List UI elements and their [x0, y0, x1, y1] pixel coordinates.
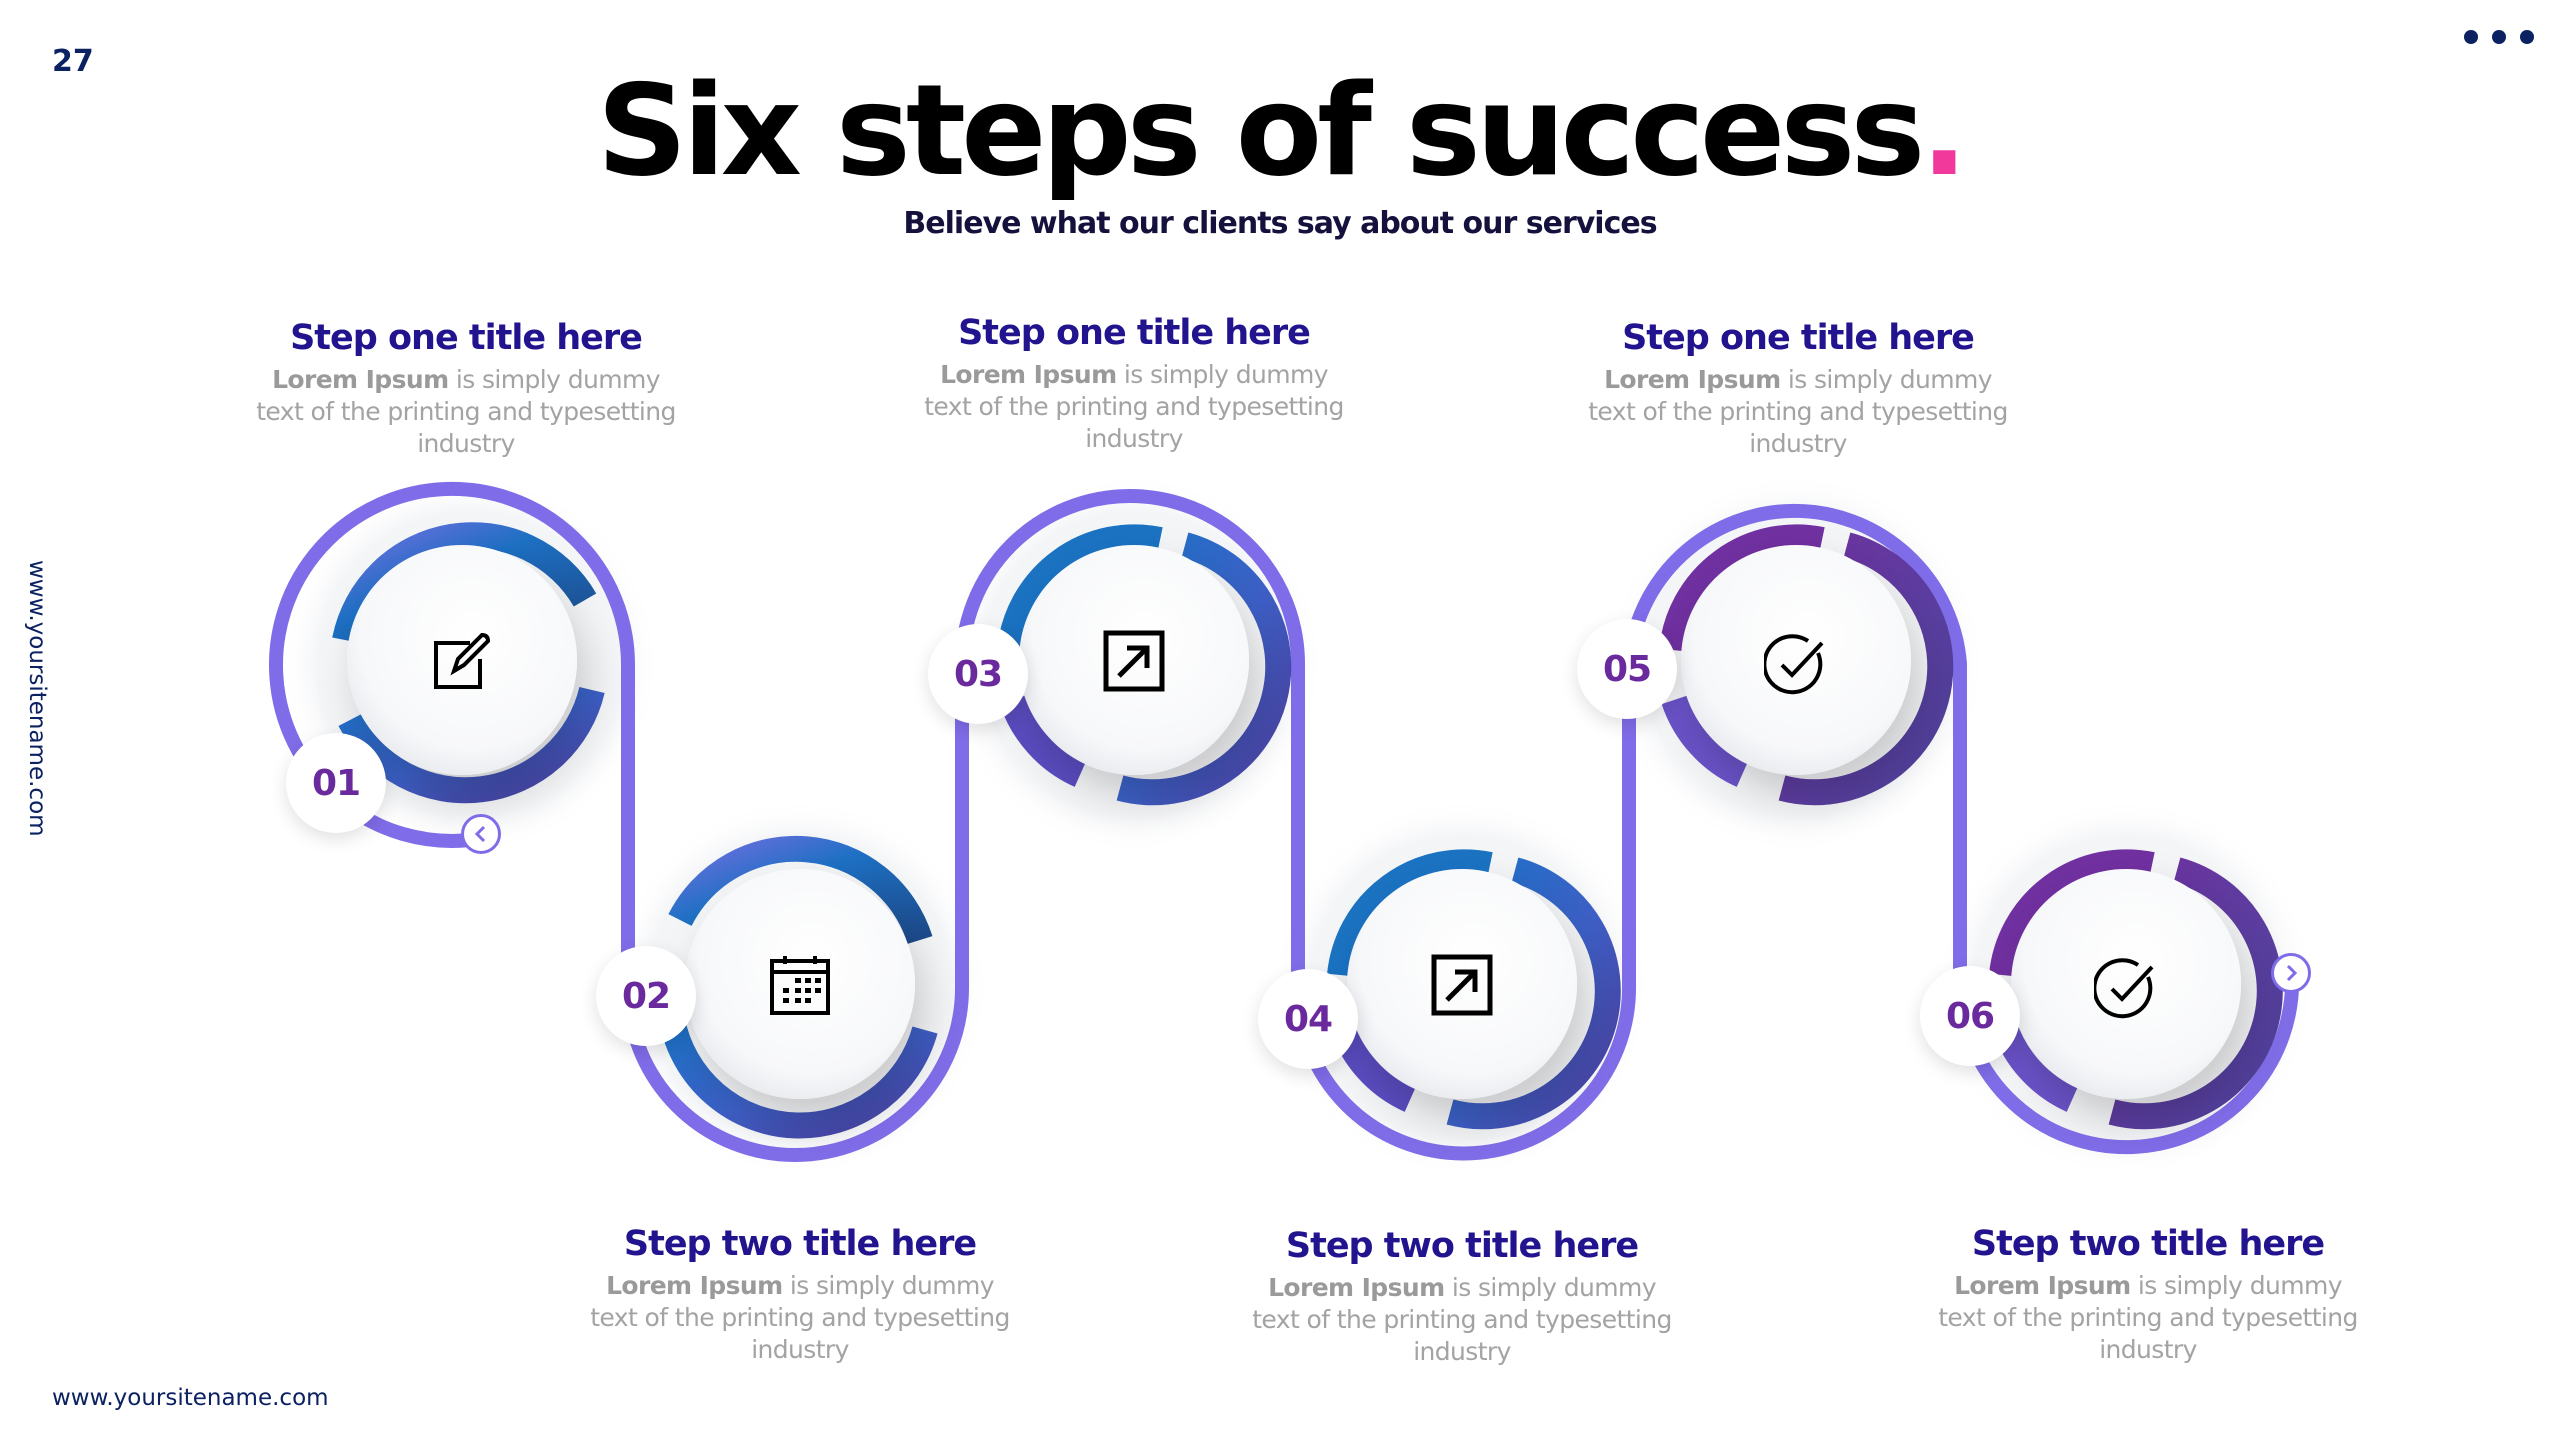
step-title: Step two title here [1971, 1224, 2325, 1264]
step-6-text: Step two title here Lorem Ipsum is simpl… [1938, 1224, 2358, 1366]
description-bold: Lorem Ipsum [272, 365, 449, 394]
more-horizontal-icon[interactable] [2464, 30, 2534, 44]
chevron-right-icon [2286, 964, 2298, 982]
step-number-badge: 05 [1577, 619, 1677, 719]
step-description: Lorem Ipsum is simply dummy text of the … [1252, 1272, 1672, 1368]
step-description: Lorem Ipsum is simply dummy text of the … [1588, 364, 2008, 460]
description-text: is simply dummy text of the printing and… [1938, 1271, 2358, 1364]
description-text: is simply dummy text of the printing and… [1252, 1273, 1672, 1366]
external-link-icon [1099, 626, 1169, 696]
step-title: Step one title here [958, 313, 1311, 353]
step-5-text: Step one title here Lorem Ipsum is simpl… [1588, 318, 2008, 460]
step-description: Lorem Ipsum is simply dummy text of the … [256, 364, 676, 460]
step-4-text: Step two title here Lorem Ipsum is simpl… [1252, 1226, 1672, 1368]
external-link-icon [1427, 950, 1497, 1020]
description-bold: Lorem Ipsum [606, 1271, 783, 1300]
step-3-text: Step one title here Lorem Ipsum is simpl… [924, 313, 1344, 455]
edit-icon [427, 626, 497, 696]
calendar-icon [765, 950, 835, 1020]
step-2-text: Step two title here Lorem Ipsum is simpl… [590, 1224, 1010, 1366]
footer-url[interactable]: www.yoursitename.com [52, 1385, 329, 1411]
side-url[interactable]: www.yoursitename.com [24, 560, 50, 837]
description-text: is simply dummy text of the printing and… [1588, 365, 2008, 458]
page-number: 27 [52, 44, 94, 79]
description-bold: Lorem Ipsum [1954, 1271, 2131, 1300]
step-title: Step two title here [623, 1224, 977, 1264]
step-number-badge: 06 [1920, 966, 2020, 1066]
prev-button[interactable] [461, 814, 501, 854]
check-circle-icon [2091, 954, 2161, 1024]
step-description: Lorem Ipsum is simply dummy text of the … [590, 1270, 1010, 1366]
title-text: Six steps of success [596, 57, 1926, 204]
chevron-left-icon [474, 825, 486, 843]
description-bold: Lorem Ipsum [1268, 1273, 1445, 1302]
page-subtitle: Believe what our clients say about our s… [903, 206, 1657, 241]
title-accent-dot: . [1920, 57, 1968, 204]
step-title: Step one title here [1622, 318, 1975, 358]
description-text: is simply dummy text of the printing and… [924, 360, 1344, 453]
step-1-text: Step one title here Lorem Ipsum is simpl… [256, 318, 676, 460]
step-description: Lorem Ipsum is simply dummy text of the … [1938, 1270, 2358, 1366]
description-bold: Lorem Ipsum [1604, 365, 1781, 394]
step-number-badge: 03 [928, 624, 1028, 724]
step-title: Step two title here [1285, 1226, 1639, 1266]
step-number-badge: 01 [286, 733, 386, 833]
next-button[interactable] [2271, 953, 2311, 993]
page-title: Six steps of success. [0, 61, 2560, 201]
step-description: Lorem Ipsum is simply dummy text of the … [924, 359, 1344, 455]
description-text: is simply dummy text of the printing and… [590, 1271, 1010, 1364]
description-bold: Lorem Ipsum [940, 360, 1117, 389]
step-number-badge: 04 [1258, 969, 1358, 1069]
check-circle-icon [1761, 630, 1831, 700]
step-number-badge: 02 [596, 946, 696, 1046]
description-text: is simply dummy text of the printing and… [256, 365, 676, 458]
step-title: Step one title here [290, 318, 643, 358]
